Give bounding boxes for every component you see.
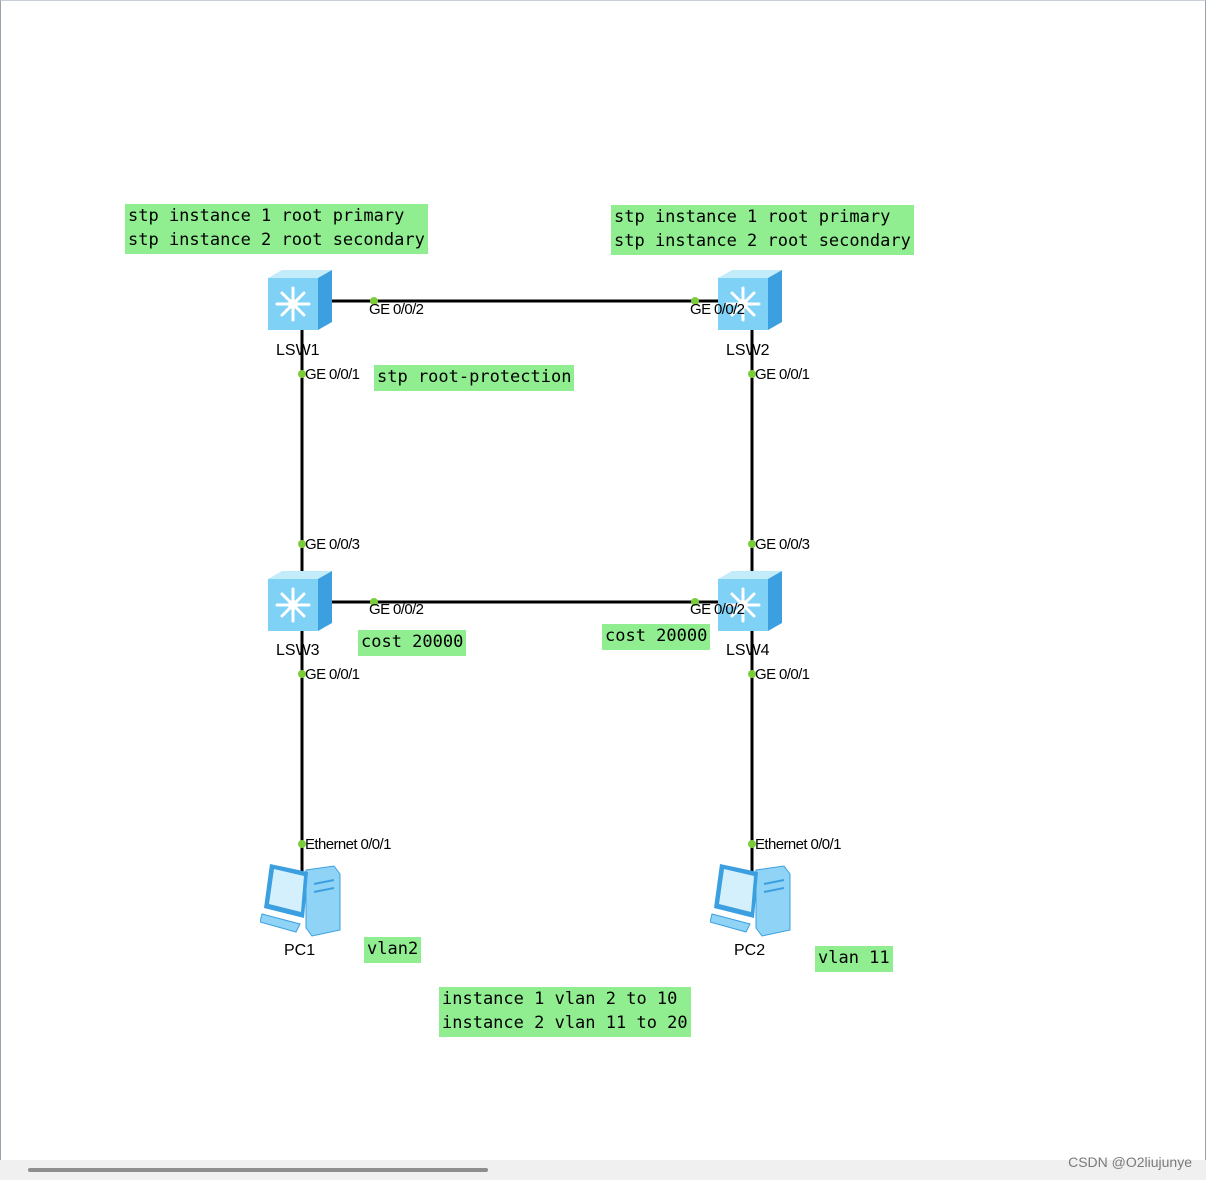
switch-icon[interactable] (716, 569, 786, 633)
port-dot (748, 370, 756, 378)
device-label-lsw3: LSW3 (276, 642, 320, 659)
port-label: GE 0/0/1 (755, 666, 810, 683)
port-dot (298, 670, 306, 678)
config-note-pc1-vlan: vlan2 (364, 937, 422, 963)
pc-icon[interactable] (260, 862, 344, 938)
device-label-pc1: PC1 (284, 942, 316, 959)
port-label: GE 0/0/1 (305, 666, 360, 683)
device-label-lsw2: LSW2 (726, 342, 770, 359)
port-dot (298, 840, 306, 848)
port-label: GE 0/0/2 (369, 301, 424, 318)
config-note-instances: instance 1 vlan 2 to 10 instance 2 vlan … (439, 987, 691, 1037)
port-dot (691, 598, 699, 606)
config-note-lsw2-root: stp instance 1 root primary stp instance… (611, 205, 914, 255)
port-label: Ethernet 0/0/1 (755, 836, 841, 853)
switch-icon[interactable] (266, 569, 336, 633)
port-dot (748, 670, 756, 678)
config-note-root-protection: stp root-protection (374, 365, 575, 391)
device-label-pc2: PC2 (734, 942, 766, 959)
port-label: GE 0/0/2 (690, 301, 745, 318)
port-dot (298, 370, 306, 378)
port-label: GE 0/0/2 (690, 601, 745, 618)
config-note-lsw4-cost: cost 20000 (602, 624, 711, 650)
config-note-lsw3-cost: cost 20000 (358, 630, 467, 656)
horizontal-scrollbar[interactable] (0, 1160, 1206, 1180)
config-note-pc2-vlan: vlan 11 (815, 946, 893, 972)
config-note-lsw1-root: stp instance 1 root primary stp instance… (125, 204, 428, 254)
port-label: GE 0/0/2 (369, 601, 424, 618)
scrollbar-thumb[interactable] (28, 1168, 488, 1172)
port-label: Ethernet 0/0/1 (305, 836, 391, 853)
port-dot (748, 840, 756, 848)
switch-icon[interactable] (716, 268, 786, 332)
pc-icon[interactable] (710, 862, 794, 938)
port-dot (298, 540, 306, 548)
port-dot (691, 297, 699, 305)
port-dot (370, 598, 378, 606)
port-label: GE 0/0/3 (305, 536, 360, 553)
watermark: CSDN @O2liujunye (1068, 1154, 1192, 1170)
device-label-lsw1: LSW1 (276, 342, 320, 359)
port-label: GE 0/0/1 (755, 366, 810, 383)
port-dot (748, 540, 756, 548)
port-label: GE 0/0/1 (305, 366, 360, 383)
port-dot (370, 297, 378, 305)
port-label: GE 0/0/3 (755, 536, 810, 553)
device-label-lsw4: LSW4 (726, 642, 770, 659)
switch-icon[interactable] (266, 268, 336, 332)
